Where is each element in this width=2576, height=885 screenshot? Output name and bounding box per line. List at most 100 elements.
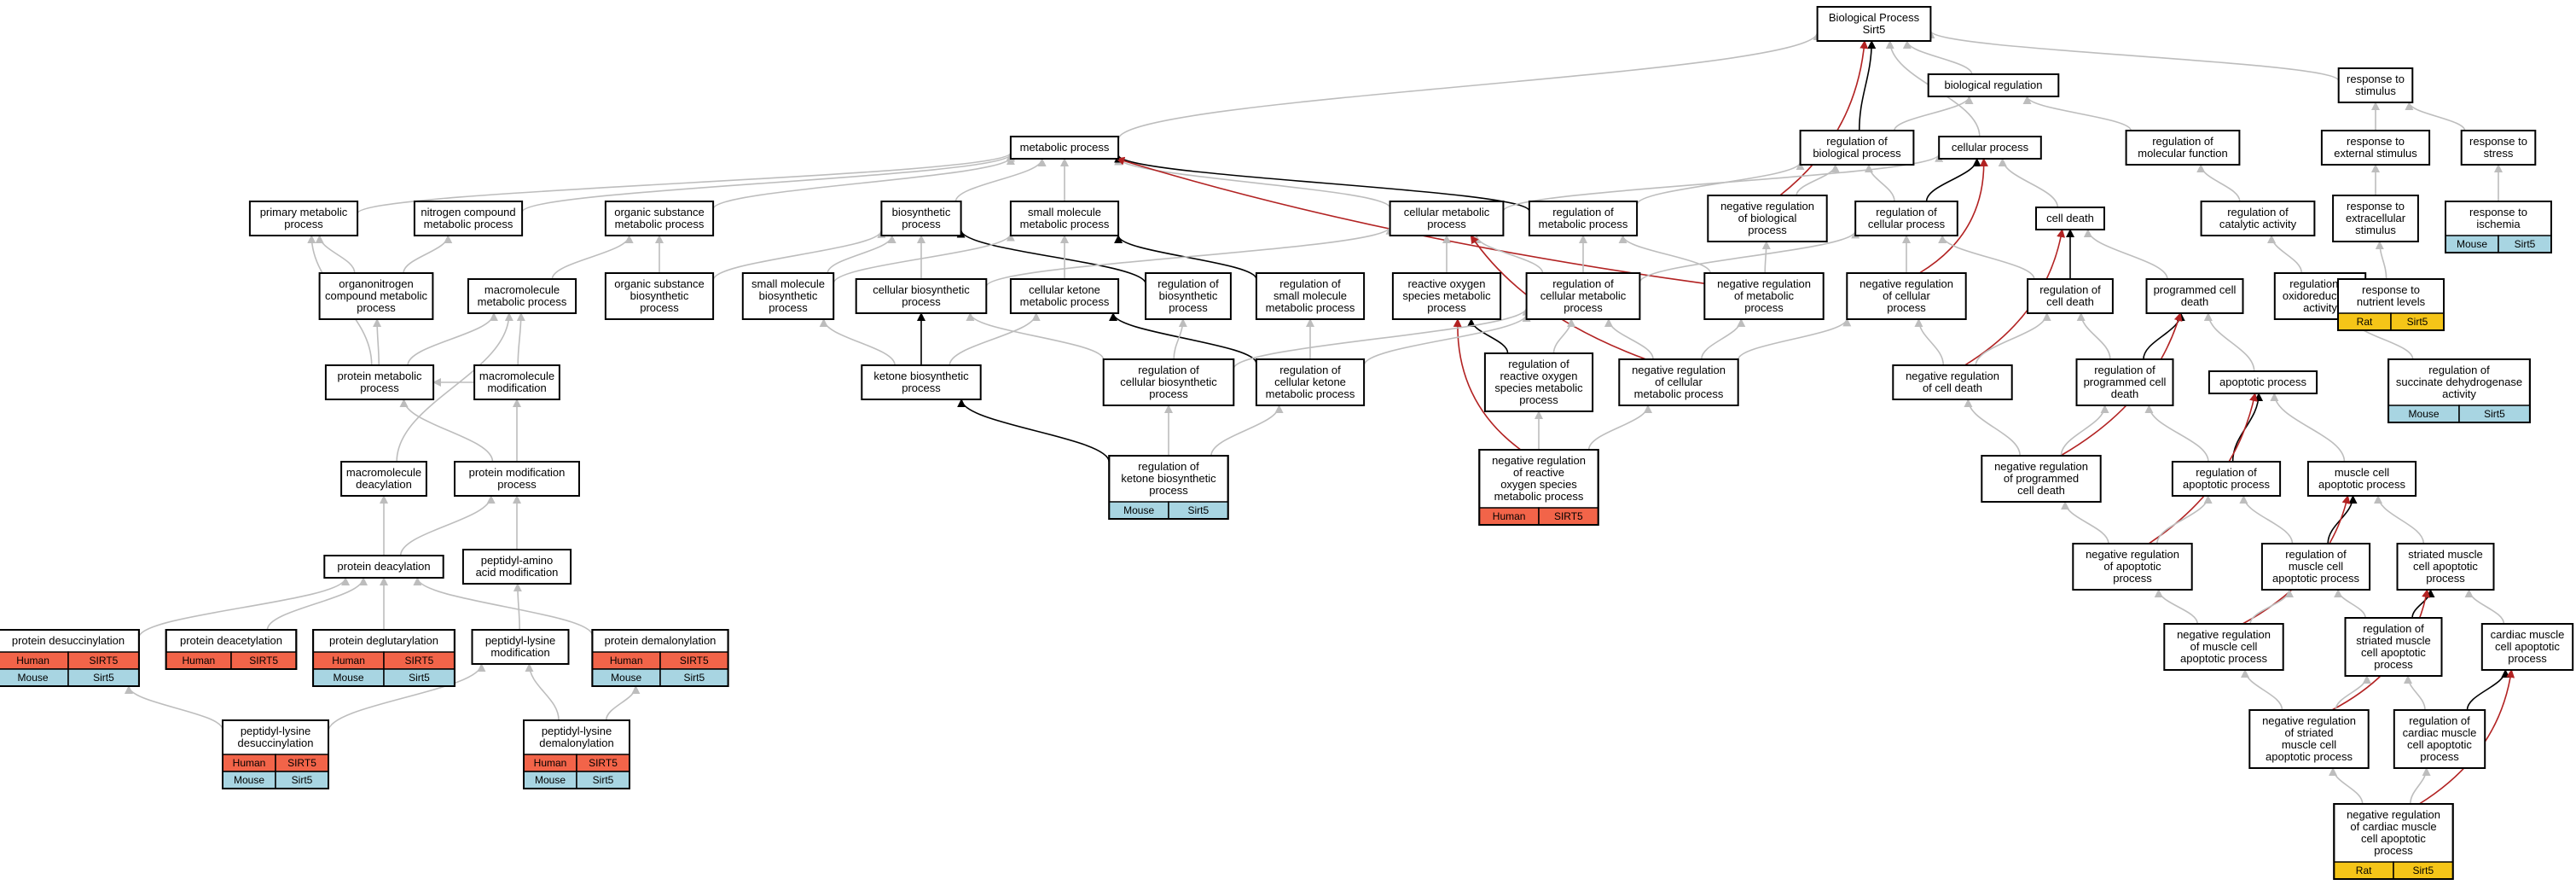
node-box xyxy=(2208,370,2318,394)
edge-org-sub-to-metabolic xyxy=(712,156,1015,210)
edge-resp-stim-to-bp xyxy=(1926,30,2340,82)
node-label-line: cell apoptotic xyxy=(2495,640,2560,653)
node-label-line: protein desuccinylation xyxy=(12,634,125,647)
node-label-line: process xyxy=(640,301,679,314)
node-label-line: process xyxy=(1744,301,1784,314)
node-label-line: Biological Process xyxy=(1829,11,1920,24)
node-label-line: striated muscle xyxy=(2408,548,2482,561)
edge-pep-lys-mod-to-peptidyl-aa xyxy=(513,583,522,631)
edge-resp-stress-to-resp-stim xyxy=(2405,102,2466,131)
node-box xyxy=(741,272,835,320)
edge-cell-met-to-cellular xyxy=(1502,153,1944,213)
node-label-line: regulation of xyxy=(1157,277,1219,290)
node-label-line: metabolic process xyxy=(1020,218,1110,230)
node-label-line: protein deglutarylation xyxy=(329,634,438,647)
node-label-line: catalytic activity xyxy=(2219,218,2297,230)
node-label-line: modification xyxy=(490,646,549,659)
edge-resp-nutr-to-resp-extra xyxy=(2375,241,2387,280)
node-label-line: negative regulation xyxy=(2177,628,2271,641)
edge-reg-cardiac-apop-to-cardiac-apop xyxy=(2466,669,2510,711)
edge-prot-met-to-macro-met xyxy=(407,312,498,366)
species-label: Mouse xyxy=(2457,238,2487,250)
node-label-line: response to xyxy=(2469,135,2527,148)
edge-reg-bio-to-bp xyxy=(1858,40,1877,131)
node-label-line: stimulus xyxy=(2355,84,2396,97)
node-label-line: process xyxy=(1519,393,1558,406)
node-label-line: process xyxy=(1748,224,1787,236)
edge-neg-reg-apop-to-reg-apop xyxy=(2156,495,2213,544)
node-box xyxy=(323,555,444,579)
node-label-line: metabolic process xyxy=(1020,295,1110,308)
go-node-metabolic: metabolic process xyxy=(1009,136,1120,160)
node-label-line: compound metabolic xyxy=(325,289,427,302)
edge-organonitro-to-primary xyxy=(315,235,356,274)
node-label-line: biosynthetic xyxy=(892,206,951,218)
edge-prot-deacyl-to-prot-mod xyxy=(399,495,496,556)
species-label: Mouse xyxy=(611,672,641,684)
edge-pep-lys-demal-to-pep-lys-mod xyxy=(525,663,560,721)
node-label-line: response to xyxy=(2347,73,2405,85)
node-label-line: apoptotic process xyxy=(2183,478,2270,491)
edge-reg-apop-to-reg-pcd xyxy=(2144,405,2209,463)
node-label-line: response to xyxy=(2347,135,2405,148)
edge-reg-oxred-to-reg-cat xyxy=(2267,235,2303,274)
node-label-line: species metabolic xyxy=(1494,381,1583,394)
edge-reg-striated-apop-to-reg-muscle-apop xyxy=(2334,589,2366,619)
edge-pep-lys-demal-to-prot-demal xyxy=(605,685,641,721)
node-label-line: metabolic process xyxy=(1539,218,1628,230)
node-label-line: demalonylation xyxy=(539,737,613,749)
gene-label: SIRT5 xyxy=(680,655,709,667)
edge-pep-lys-desucc-to-pep-lys-mod xyxy=(328,663,486,731)
node-box xyxy=(855,278,988,314)
species-label: Human xyxy=(1493,510,1526,522)
node-label-line: macromolecule xyxy=(484,283,560,296)
node-label-line: process xyxy=(360,381,399,394)
node-label-line: process xyxy=(769,301,808,314)
edge-small-biosyn-to-biosyn xyxy=(827,235,896,274)
edge-cell-biosyn-to-cell-met xyxy=(985,225,1395,288)
node-box xyxy=(318,272,434,320)
node-box xyxy=(248,201,359,236)
go-node-cellular: cellular process xyxy=(1938,136,2042,160)
node-box xyxy=(1102,358,1235,406)
edge-reg-ketone-met-to-ketone-met xyxy=(1109,312,1257,364)
species-label: Human xyxy=(610,655,643,667)
node-label-line: metabolic process xyxy=(1020,141,1110,154)
edge-neg-reg-bio-to-bp xyxy=(1779,40,1869,196)
node-label-line: process xyxy=(1169,301,1208,314)
node-label-line: process xyxy=(902,218,941,230)
node-label-line: negative regulation xyxy=(1632,364,1726,376)
edge-small-biosyn-to-small-mol xyxy=(833,232,1015,284)
node-label-line: cell apoptotic xyxy=(2361,832,2426,845)
node-label-line: cell death xyxy=(2046,295,2094,308)
node-label-line: regulation of xyxy=(2409,714,2470,727)
node-label-line: activity xyxy=(2442,387,2476,400)
node-label-line: of striated xyxy=(2284,726,2333,739)
node-label-line: apoptotic process xyxy=(2272,572,2359,585)
gene-label: Sirt5 xyxy=(93,672,114,684)
node-label-line: ketone biosynthetic xyxy=(1121,472,1216,485)
node-label-line: small molecule xyxy=(1273,289,1347,302)
edge-reg-cell-met-to-cell-met xyxy=(1472,235,1544,274)
node-box xyxy=(2171,461,2282,497)
node-box xyxy=(467,278,577,314)
node-label-line: species metabolic xyxy=(1402,289,1491,302)
edge-neg-reg-striated-apop-to-neg-reg-muscle-apop xyxy=(2241,669,2283,711)
node-label-line: metabolic process xyxy=(1266,301,1355,314)
species-label: Mouse xyxy=(334,672,364,684)
node-label-line: apoptotic process xyxy=(2266,750,2353,763)
edge-bio-reg-to-bp xyxy=(1902,40,1973,75)
gene-label: SIRT5 xyxy=(589,757,618,769)
species-label: Mouse xyxy=(535,774,566,786)
node-box xyxy=(2396,543,2495,591)
